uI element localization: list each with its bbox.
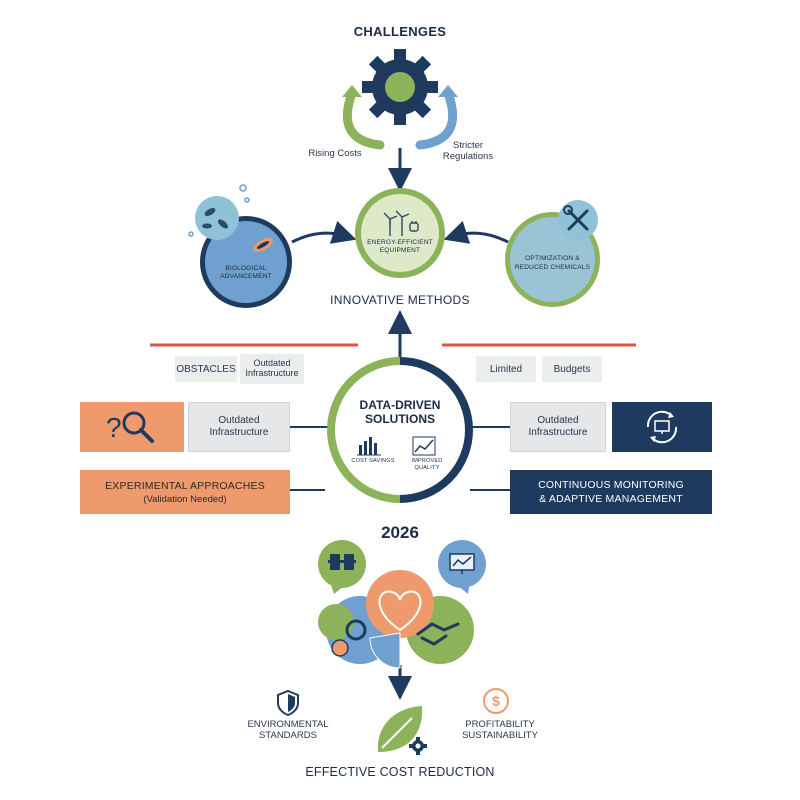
rising-costs-label: Rising Costs — [308, 148, 362, 159]
outdated-infrastructure-tag-top: Outdated Infrastructure — [240, 354, 304, 384]
monitor-chart-icon — [449, 553, 475, 574]
leaf-icon — [377, 706, 427, 755]
network-icon — [328, 554, 356, 570]
monitor-cycle-icon — [646, 410, 678, 444]
adaptive-management-label: & ADAPTIVE MANAGEMENT — [539, 493, 683, 505]
gear-icon — [362, 49, 438, 125]
microbe-icon — [188, 184, 273, 252]
outcome-cluster — [318, 540, 486, 669]
challenges-title: CHALLENGES — [353, 24, 447, 39]
outdated-infrastructure-left: Outdated Infrastructure — [188, 402, 290, 452]
dollar-icon: $ — [483, 688, 509, 714]
globe-icon — [345, 619, 367, 641]
wind-turbine-icon — [383, 210, 419, 236]
svg-text:?: ? — [106, 412, 122, 443]
innovative-methods-title: INNOVATIVE METHODS — [330, 293, 470, 307]
obstacles-tag: OBSTACLES — [175, 356, 237, 382]
arrow-left-to-center — [291, 220, 357, 244]
improved-quality-caption: IMPROVED QUALITY — [411, 458, 443, 471]
validation-needed-label: (Validation Needed) — [143, 493, 227, 505]
experimental-approaches-label: EXPERIMENTAL APPROACHES — [105, 479, 265, 492]
limited-tag: Limited — [476, 356, 536, 382]
outdated-infrastructure-right: Outdated Infrastructure — [510, 402, 606, 452]
optimization-label: OPTIMIZATION & REDUCED CHEMICALS — [514, 255, 591, 271]
heart-icon — [378, 590, 422, 632]
continuous-monitoring-box: CONTINUOUS MONITORING & ADAPTIVE MANAGEM… — [510, 470, 712, 514]
continuous-monitoring-label: CONTINUOUS MONITORING — [538, 479, 684, 491]
final-title: EFFECTIVE COST REDUCTION — [305, 765, 495, 779]
shield-icon — [277, 689, 299, 717]
environmental-standards-label: ENVIRONMENTAL STANDARDS — [247, 719, 329, 742]
line-chart-icon — [412, 436, 436, 456]
arrow-right-to-center — [443, 220, 509, 244]
cost-savings-caption: COST SAVINGS — [351, 458, 395, 464]
biological-label: BIOLOGICAL ADVANCEMENT — [220, 264, 272, 280]
magnifier-icon: ? — [106, 411, 154, 443]
hub-ring — [327, 357, 473, 503]
energy-efficient-label: ENERGY-EFFICIENT EQUIPMENT — [367, 238, 433, 254]
svg-text:$: $ — [492, 693, 500, 709]
monitor-box — [612, 402, 712, 452]
top-left-bubble — [318, 540, 366, 588]
profitability-sustainability-label: PROFITABILITY SUSTAINABILITY — [462, 719, 538, 742]
experimental-approaches-box: EXPERIMENTAL APPROACHES (Validation Need… — [80, 470, 290, 514]
budgets-tag: Budgets — [542, 356, 602, 382]
bar-chart-icon — [357, 437, 381, 456]
magnifier-box: ? — [80, 402, 184, 452]
year-label: 2026 — [381, 523, 419, 542]
gear-cycle-icon — [342, 49, 458, 150]
tools-icon — [558, 200, 598, 240]
handshake-icon — [416, 622, 460, 646]
energy-efficient-circle: ENERGY-EFFICIENT EQUIPMENT — [355, 188, 445, 278]
hub-title: DATA-DRIVEN SOLUTIONS — [359, 398, 441, 427]
stricter-regulations-label: Stricter Regulations — [442, 140, 494, 163]
